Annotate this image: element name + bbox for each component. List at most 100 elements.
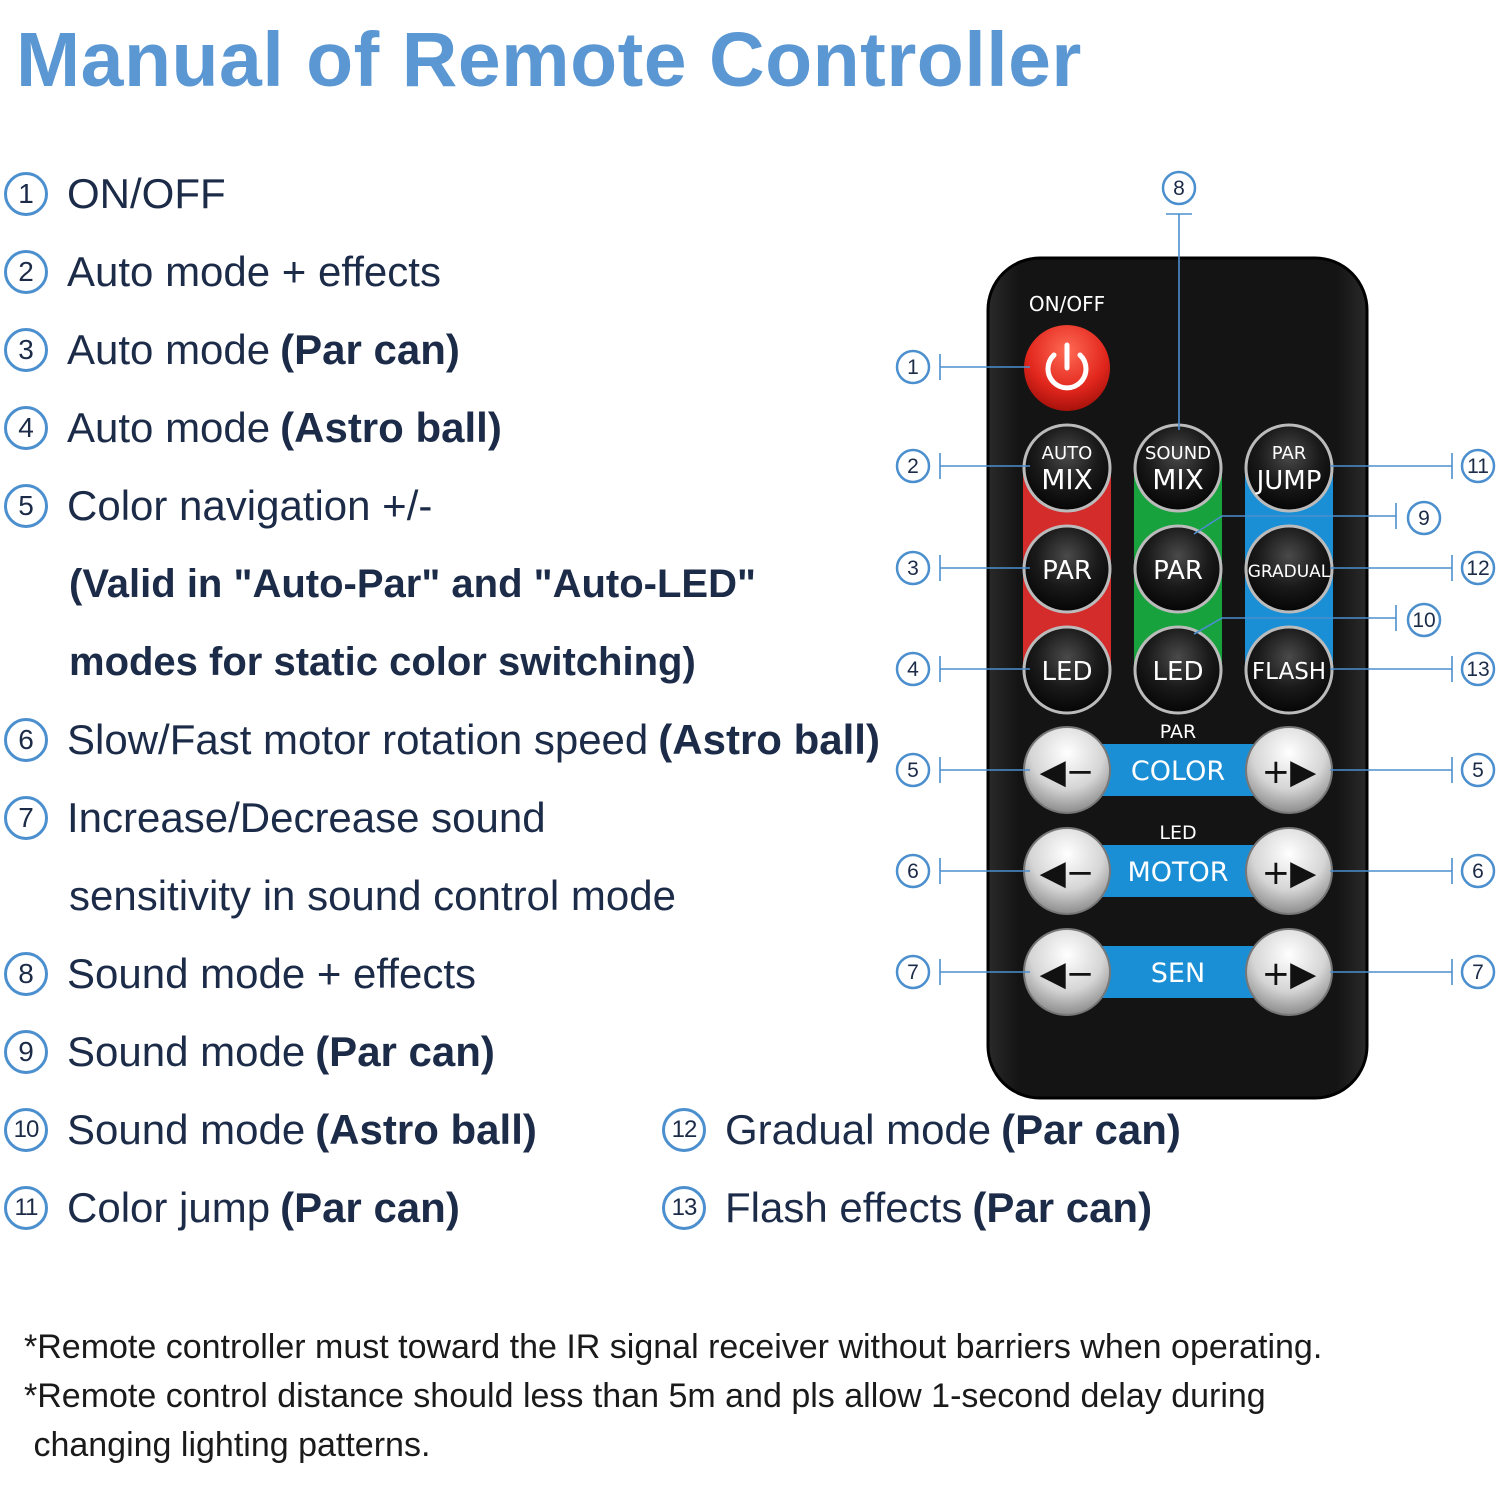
svg-text:AUTO: AUTO xyxy=(1042,443,1093,464)
svg-text:7: 7 xyxy=(907,961,919,984)
note-1: *Remote controller must toward the IR si… xyxy=(24,1328,1323,1366)
number-badge: 2 xyxy=(4,250,48,294)
page-title: Manual of Remote Controller xyxy=(16,17,1082,103)
callout-10: 10 xyxy=(1406,602,1442,638)
svg-text:2: 2 xyxy=(907,455,919,478)
number-badge: 6 xyxy=(4,718,48,762)
number-badge: 13 xyxy=(662,1186,706,1230)
callout-3: 3 xyxy=(895,550,931,586)
legend-text: Increase/Decrease sound xyxy=(67,794,546,841)
legend-item-7: 7 Increase/Decrease sound xyxy=(4,790,546,846)
legend-item-5-continuation-2: modes for static color switching) xyxy=(69,639,696,684)
legend-text: Slow/Fast motor rotation speed xyxy=(67,716,649,763)
legend-text: Auto mode + effects xyxy=(67,248,441,295)
number-badge: 11 xyxy=(4,1186,48,1230)
auto-led-button[interactable]: LED xyxy=(1022,625,1112,715)
auto-mix-button[interactable]: AUTO MIX xyxy=(1022,423,1112,513)
number-badge: 3 xyxy=(4,328,48,372)
legend-item-11: 11 Color jump (Par can) xyxy=(4,1180,460,1236)
color-minus-button[interactable]: ◀− xyxy=(1023,726,1111,814)
callout-4: 4 xyxy=(895,651,931,687)
svg-text:+▶: +▶ xyxy=(1262,853,1317,893)
sen-label: SEN xyxy=(1151,958,1205,989)
color-row-top-label: PAR xyxy=(1160,721,1196,743)
legend-item-4: 4 Auto mode (Astro ball) xyxy=(4,400,502,456)
legend-text: Color jump xyxy=(67,1184,271,1231)
svg-text:4: 4 xyxy=(907,658,919,681)
legend-item-12: 12 Gradual mode (Par can) xyxy=(662,1102,1181,1158)
legend-text: Sound mode xyxy=(67,1028,306,1075)
svg-text:12: 12 xyxy=(1466,557,1489,580)
svg-text:PAR: PAR xyxy=(1042,556,1092,586)
legend-text: Auto mode xyxy=(67,326,271,373)
svg-text:9: 9 xyxy=(1418,507,1430,530)
sen-plus-button[interactable]: +▶ xyxy=(1245,928,1333,1016)
svg-text:+▶: +▶ xyxy=(1262,752,1317,792)
svg-text:5: 5 xyxy=(1472,759,1484,782)
motor-row-top-label: LED xyxy=(1159,822,1196,844)
legend-bold-text: (Par can) xyxy=(315,1028,495,1075)
color-label: COLOR xyxy=(1131,756,1225,787)
svg-text:MIX: MIX xyxy=(1152,463,1204,496)
svg-text:◀−: ◀− xyxy=(1040,954,1095,994)
svg-text:5: 5 xyxy=(907,759,919,782)
callout-9: 9 xyxy=(1406,500,1442,536)
callout-12: 12 xyxy=(1460,550,1496,586)
svg-text:◀−: ◀− xyxy=(1040,752,1095,792)
legend-bold-text: (Par can) xyxy=(972,1184,1153,1231)
svg-text:JUMP: JUMP xyxy=(1255,466,1322,496)
sound-led-button[interactable]: LED xyxy=(1133,625,1223,715)
legend-text: Gradual mode xyxy=(725,1106,992,1153)
onoff-label: ON/OFF xyxy=(1029,292,1105,316)
legend-item-10: 10 Sound mode (Astro ball) xyxy=(4,1102,537,1158)
power-button[interactable] xyxy=(1024,325,1110,411)
svg-text:LED: LED xyxy=(1042,657,1093,687)
legend-bold-text: (Par can) xyxy=(1001,1106,1181,1153)
motor-minus-button[interactable]: ◀− xyxy=(1023,827,1111,915)
sound-mix-button[interactable]: SOUND MIX xyxy=(1133,423,1223,513)
auto-par-button[interactable]: PAR xyxy=(1022,524,1112,614)
number-badge: 4 xyxy=(4,406,48,450)
callout-7-right: 7 xyxy=(1460,954,1496,990)
sound-par-button[interactable]: PAR xyxy=(1133,524,1223,614)
legend-item-13: 13 Flash effects (Par can) xyxy=(662,1180,1152,1236)
flash-button[interactable]: FLASH xyxy=(1244,625,1334,715)
legend-item-3: 3 Auto mode (Par can) xyxy=(4,322,460,378)
legend-bold-text: (Astro ball) xyxy=(280,404,502,451)
svg-text:11: 11 xyxy=(1467,455,1489,478)
svg-text:1: 1 xyxy=(907,356,919,379)
svg-text:+▶: +▶ xyxy=(1262,954,1317,994)
par-jump-button[interactable]: PAR JUMP xyxy=(1244,423,1334,513)
legend-bold-text: (Par can) xyxy=(280,1184,460,1231)
legend-text: ON/OFF xyxy=(67,170,226,217)
callout-1: 1 xyxy=(895,349,931,385)
number-badge: 5 xyxy=(4,484,48,528)
legend-item-5-continuation-1: (Valid in "Auto-Par" and "Auto-LED" xyxy=(69,561,756,606)
callout-7-left: 7 xyxy=(895,954,931,990)
note-2: *Remote control distance should less tha… xyxy=(24,1377,1266,1415)
callout-5-left: 5 xyxy=(895,752,931,788)
number-badge: 9 xyxy=(4,1030,48,1074)
svg-text:PAR: PAR xyxy=(1153,556,1203,586)
svg-text:PAR: PAR xyxy=(1272,443,1307,464)
legend-text: Auto mode xyxy=(67,404,271,451)
motor-label: MOTOR xyxy=(1127,857,1228,888)
legend-bold-text: (Astro ball) xyxy=(658,716,880,763)
number-badge: 12 xyxy=(662,1108,706,1152)
svg-text:SOUND: SOUND xyxy=(1145,443,1211,464)
svg-text:8: 8 xyxy=(1173,177,1185,200)
svg-text:LED: LED xyxy=(1153,657,1204,687)
sen-minus-button[interactable]: ◀− xyxy=(1023,928,1111,1016)
motor-plus-button[interactable]: +▶ xyxy=(1245,827,1333,915)
svg-text:7: 7 xyxy=(1472,961,1484,984)
legend-text: Sound mode xyxy=(67,1106,306,1153)
number-badge: 1 xyxy=(4,172,48,216)
gradual-button[interactable]: GRADUAL xyxy=(1244,524,1334,614)
color-plus-button[interactable]: +▶ xyxy=(1245,726,1333,814)
callout-13: 13 xyxy=(1460,651,1496,687)
svg-text:3: 3 xyxy=(907,557,919,580)
number-badge: 10 xyxy=(4,1108,48,1152)
callout-6-left: 6 xyxy=(895,853,931,889)
legend-item-1: 1 ON/OFF xyxy=(4,166,226,222)
